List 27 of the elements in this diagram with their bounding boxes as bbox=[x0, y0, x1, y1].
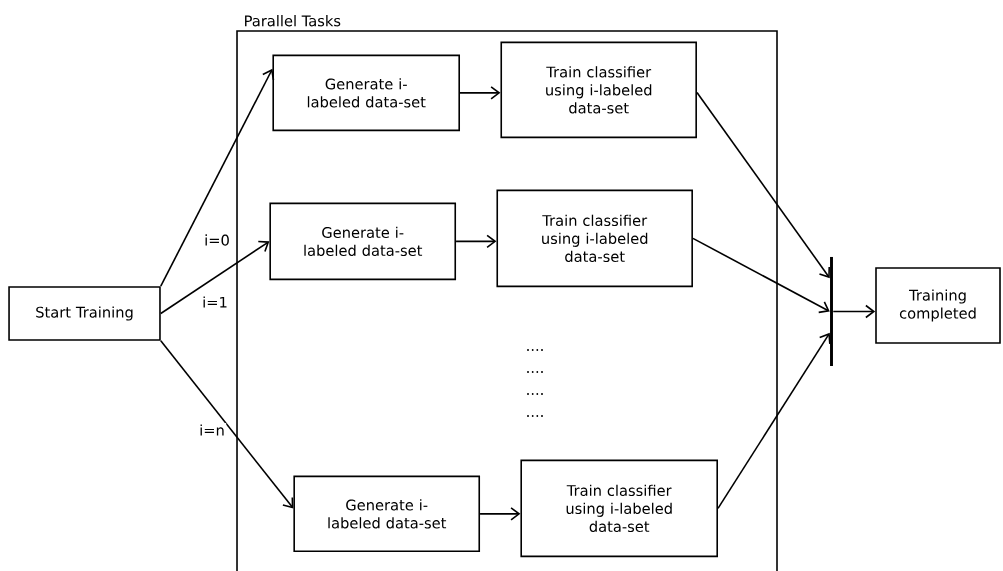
arrow bbox=[692, 237, 830, 314]
process-box: Train classifier using i-labeled data-set bbox=[496, 189, 693, 288]
arrow bbox=[717, 332, 831, 510]
arrow bbox=[459, 86, 501, 100]
process-box: Generate i-labeled data-set bbox=[272, 54, 460, 132]
arrow bbox=[160, 240, 270, 315]
arrow bbox=[160, 68, 275, 287]
arrow bbox=[696, 91, 830, 279]
process-box: Generate i-labeled data-set bbox=[269, 202, 457, 281]
edge-label: i=1 bbox=[200, 295, 230, 309]
container-heading: Parallel Tasks bbox=[245, 15, 341, 27]
edge-label: i=0 bbox=[202, 233, 232, 247]
arrow bbox=[455, 234, 497, 249]
process-box: Generate i-labeled data-set bbox=[293, 475, 481, 553]
join-bar bbox=[830, 256, 833, 367]
edge-label: i=n bbox=[197, 423, 227, 437]
ellipsis-text: .... bbox=[527, 415, 543, 417]
process-box: Start Training bbox=[8, 286, 161, 341]
ellipsis-text: .... bbox=[527, 349, 543, 351]
process-box: Training completed bbox=[875, 267, 1001, 344]
arrow bbox=[479, 507, 521, 521]
ellipsis-text: .... bbox=[527, 393, 543, 395]
process-box: Train classifier using i-labeled data-set bbox=[500, 41, 697, 139]
ellipsis-text: .... bbox=[527, 371, 543, 373]
process-box: Train classifier using i-labeled data-set bbox=[520, 459, 718, 558]
arrow bbox=[160, 340, 294, 509]
arrow bbox=[832, 304, 876, 319]
